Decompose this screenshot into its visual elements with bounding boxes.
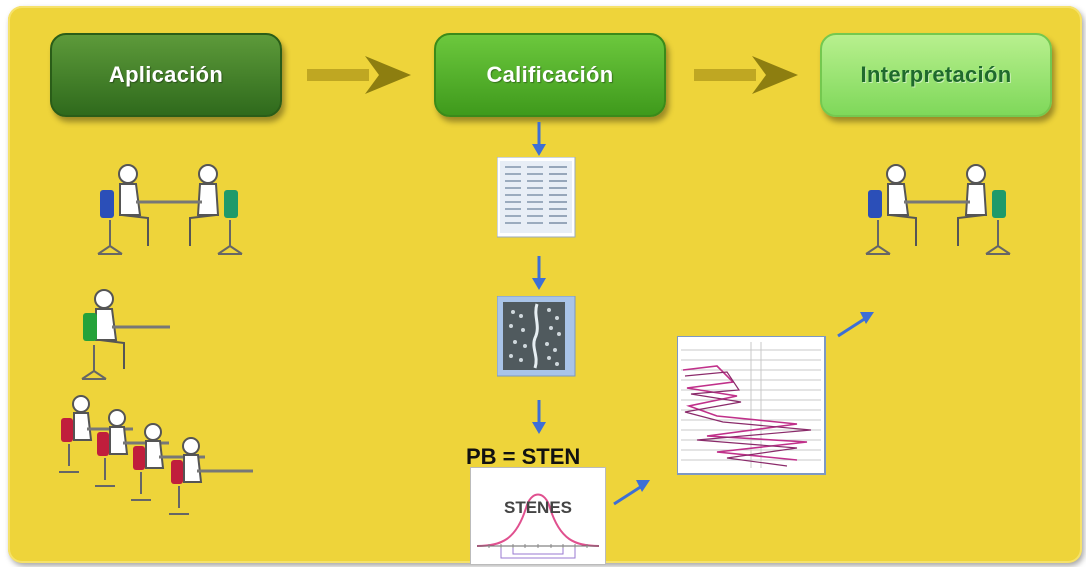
step-interpretacion-label: Interpretación (860, 62, 1012, 87)
step-calificacion: Calificación (434, 33, 666, 117)
group-people-icon (59, 395, 253, 515)
diagonal-arrow-1 (613, 480, 650, 506)
scoring-template-icon (497, 296, 576, 377)
pb-sten-formula: PB = STEN (466, 444, 581, 469)
diagonal-arrow-2 (837, 312, 874, 338)
down-arrow-1 (532, 122, 546, 156)
interview-pair-icon (97, 164, 243, 255)
sten-chart: STENES (470, 467, 606, 565)
individual-person-icon (81, 289, 170, 380)
step-aplicacion-label: Aplicación (108, 62, 224, 87)
down-arrow-2 (532, 256, 546, 290)
down-arrow-3 (532, 400, 546, 434)
interpretation-pair-icon (865, 164, 1011, 255)
step-interpretacion: Interpretación (820, 33, 1052, 117)
step-aplicacion: Aplicación (50, 33, 282, 117)
answer-sheet-icon (497, 157, 576, 238)
flow-arrow-1 (307, 56, 411, 94)
step-calificacion-label: Calificación (486, 62, 614, 87)
sten-bell-curve (476, 493, 600, 559)
sten-chart-label: STENES (503, 498, 573, 517)
profile-sheet-icon (677, 336, 826, 475)
flow-arrow-2 (694, 56, 798, 94)
